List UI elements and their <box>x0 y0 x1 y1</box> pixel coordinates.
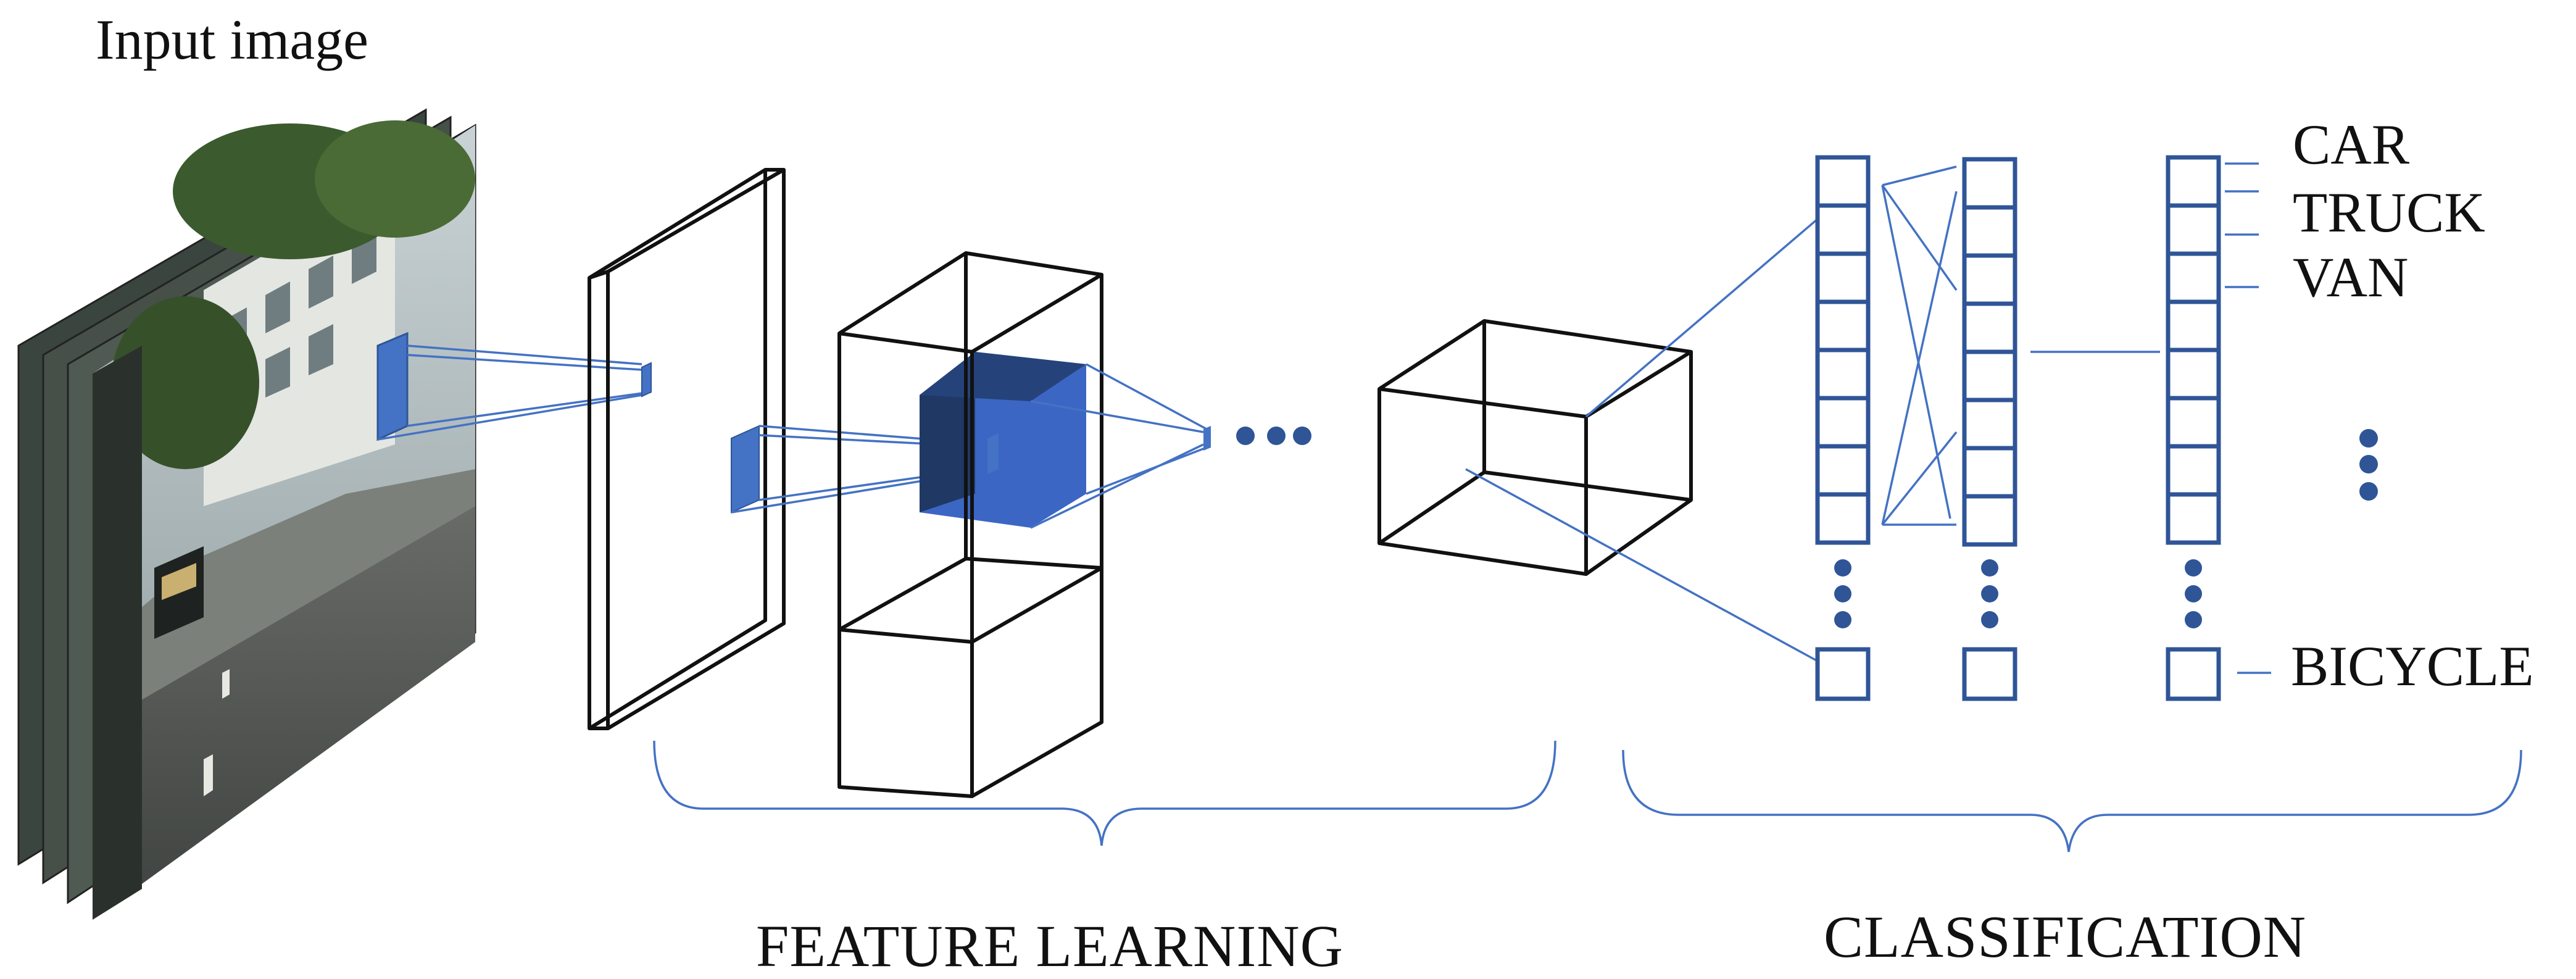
ellipsis-dots-icon <box>1236 427 1311 445</box>
filter-kernel-1 <box>641 362 652 398</box>
street-scene-photo <box>93 120 475 920</box>
fc-layer-2 <box>1962 157 2017 701</box>
class-label-ticks <box>2225 162 2271 674</box>
blue-cube-top <box>920 352 1086 401</box>
feature-learning-brace <box>653 740 1556 846</box>
feature-volume-2 <box>837 251 1103 798</box>
feature-learning-label: FEATURE LEARNING <box>756 913 1344 979</box>
input-image-label: Input image <box>96 8 368 71</box>
filter-kernel-3 <box>1203 426 1211 451</box>
vertical-ellipsis-dots-icon <box>1981 559 1998 628</box>
fc-connections-1-2 <box>1881 165 1958 526</box>
vertical-ellipsis-dots-icon <box>2185 559 2202 628</box>
input-image-stack <box>17 108 476 920</box>
feature-map-1 <box>588 168 786 730</box>
class-label-car: CAR <box>2293 113 2410 176</box>
filter-kernel-2 <box>987 433 999 474</box>
flatten-connections <box>1465 199 1840 674</box>
fc-layer-1 <box>1815 155 1871 701</box>
vertical-ellipsis-dots-icon <box>2359 429 2378 501</box>
vertical-ellipsis-dots-icon <box>1834 559 1851 628</box>
class-label-truck: TRUCK <box>2293 181 2485 244</box>
patch-connections-1 <box>377 344 652 441</box>
feature-volume-final <box>1377 319 1693 576</box>
patch-connections-3 <box>1030 363 1211 529</box>
receptive-field-patch-2 <box>731 425 760 514</box>
class-label-van: VAN <box>2293 246 2408 309</box>
classification-label: CLASSIFICATION <box>1824 904 2306 970</box>
class-label-bicycle: BICYCLE <box>2291 635 2534 698</box>
receptive-field-patch <box>376 331 409 441</box>
output-layer <box>2166 155 2221 701</box>
classification-brace <box>1622 749 2522 852</box>
